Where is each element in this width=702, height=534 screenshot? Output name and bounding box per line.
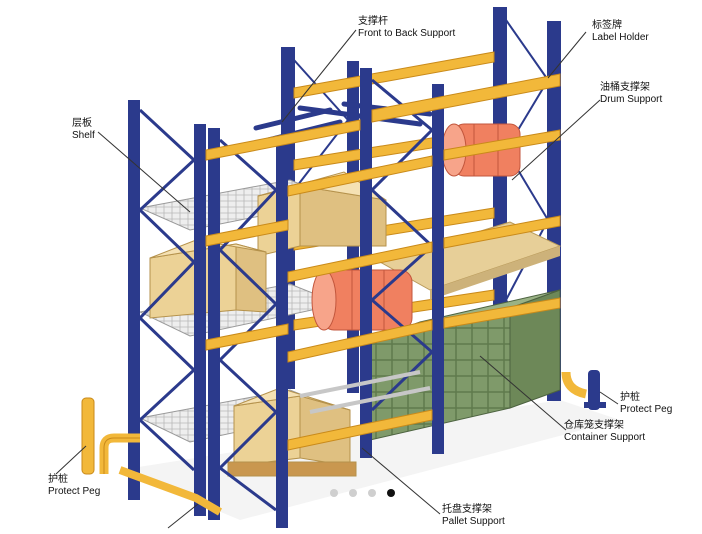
- leader-lines: [55, 29, 619, 529]
- callout-label-holder: 标签牌 Label Holder: [592, 20, 649, 44]
- beam: [443, 297, 561, 329]
- callout-zh: 护桩: [48, 474, 68, 485]
- beam: [287, 319, 433, 363]
- callout-en: Pallet Support: [442, 516, 505, 527]
- callout-front-to-back-support: 支撑杆 Front to Back Support: [358, 16, 455, 40]
- leader-pallet-support: [361, 447, 441, 515]
- beam: [205, 219, 289, 247]
- beam: [205, 323, 289, 351]
- brace: [505, 19, 549, 81]
- box-front: [233, 395, 301, 467]
- callout-pallet-support: 托盘支撑架 Pallet Support: [442, 504, 505, 528]
- carousel-dots: [330, 487, 395, 499]
- callout-drum-support: 油桶支撑架 Drum Support: [600, 82, 662, 106]
- carousel-dot-3[interactable]: [368, 489, 376, 497]
- beam: [287, 241, 433, 283]
- callout-en: Protect Peg: [620, 404, 673, 415]
- callout-container-support: 仓库笼支撑架 Container Support: [564, 420, 645, 444]
- front-beams: [205, 73, 561, 451]
- pallet-deck-edge: [430, 246, 560, 300]
- upright-front-3: [208, 128, 220, 520]
- leader-label-holder: [547, 31, 587, 79]
- callout-shelf: 层板 Shelf: [72, 118, 95, 142]
- leader-bottom: [167, 503, 199, 529]
- leader-protect-peg-left: [55, 445, 87, 475]
- callout-zh: 支撑杆: [358, 16, 388, 27]
- carousel-dot-1[interactable]: [330, 489, 338, 497]
- leader-container-support: [479, 355, 567, 431]
- leader-drum-support: [511, 99, 601, 181]
- wood-pallet: [227, 461, 357, 477]
- callout-protect-peg-right: 护桩 Protect Peg: [620, 392, 672, 416]
- callout-en: Protect Peg: [48, 486, 101, 497]
- carousel-dot-4[interactable]: [387, 489, 395, 497]
- protect-peg-left: [81, 397, 223, 516]
- floor-shadow: [120, 400, 620, 520]
- protect-peg-right: [561, 370, 606, 410]
- beam: [287, 409, 433, 451]
- beam: [205, 119, 361, 161]
- callout-zh: 护桩: [620, 392, 640, 403]
- callout-zh: 油桶支撑架: [600, 82, 650, 93]
- upright-front-2: [194, 124, 206, 516]
- beam: [443, 215, 561, 249]
- beam: [443, 129, 561, 161]
- callout-en: Front to Back Support: [358, 28, 456, 39]
- callout-en: Container Support: [564, 432, 646, 443]
- callout-zh: 仓库笼支撑架: [564, 420, 624, 431]
- callout-zh: 标签牌: [592, 20, 622, 31]
- beam: [293, 51, 495, 99]
- leader-protect-peg-right: [599, 391, 619, 405]
- callout-protect-peg-left: 护桩 Protect Peg: [48, 474, 100, 498]
- pallet-supports: [299, 370, 431, 414]
- leader-shelf: [97, 131, 191, 213]
- carousel-dot-2[interactable]: [349, 489, 357, 497]
- callout-zh: 层板: [72, 118, 92, 129]
- callout-zh: 托盘支撑架: [442, 504, 492, 515]
- callout-en: Shelf: [72, 130, 95, 141]
- callout-en: Drum Support: [600, 94, 663, 105]
- upright-front-1: [128, 100, 140, 500]
- leader-front-to-back: [281, 29, 357, 123]
- upright-front-6: [432, 84, 444, 454]
- callout-en: Label Holder: [592, 32, 649, 43]
- beam: [287, 155, 433, 197]
- beam: [371, 73, 561, 123]
- box-top: [149, 239, 267, 259]
